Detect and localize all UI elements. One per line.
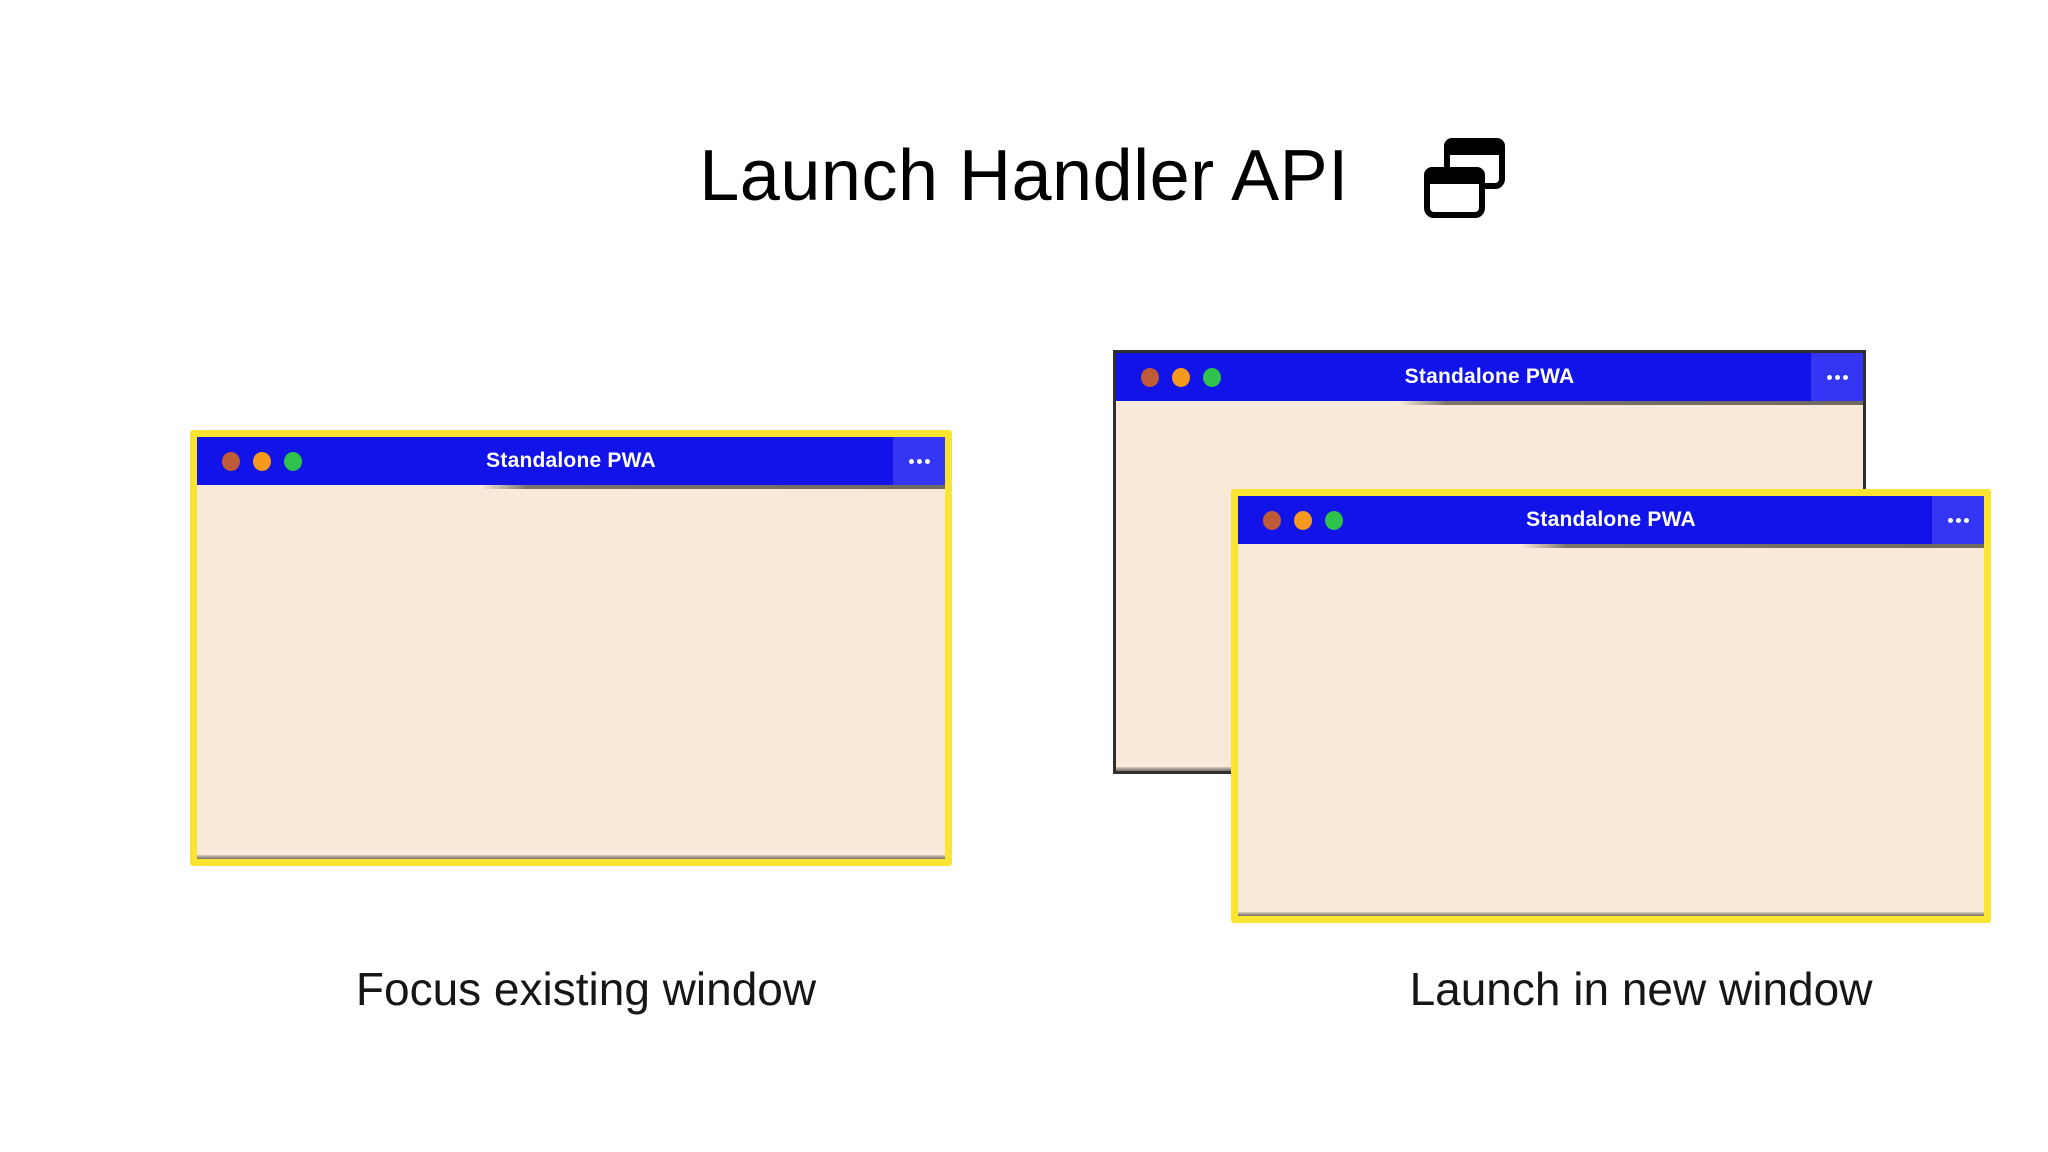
minimize-button-dot[interactable]: [1172, 367, 1190, 387]
window-body: [197, 485, 945, 859]
window-title: Standalone PWA: [1404, 365, 1575, 388]
caption-launch-new: Launch in new window: [1409, 963, 1873, 1015]
ellipsis-icon: [1955, 517, 1961, 523]
traffic-lights: [197, 451, 302, 471]
close-button-dot[interactable]: [222, 451, 240, 471]
traffic-lights: [1116, 367, 1221, 387]
window-titlebar: Standalone PWA: [1116, 353, 1863, 405]
caption-focus-existing: Focus existing window: [355, 963, 817, 1015]
minimize-button-dot[interactable]: [1294, 510, 1312, 530]
window-body: [1238, 544, 1984, 916]
window-menu-button[interactable]: [1811, 353, 1863, 401]
new-pwa-window: Standalone PWA: [1231, 489, 1991, 923]
window-menu-button[interactable]: [893, 437, 945, 485]
ellipsis-icon: [916, 458, 922, 464]
window-titlebar: Standalone PWA: [1238, 496, 1984, 548]
zoom-button-dot[interactable]: [1325, 510, 1343, 530]
window-title: Standalone PWA: [486, 449, 656, 472]
close-button-dot[interactable]: [1141, 367, 1159, 387]
zoom-button-dot[interactable]: [284, 451, 302, 471]
zoom-button-dot[interactable]: [1203, 367, 1221, 387]
overlapping-windows-icon: [1424, 138, 1505, 218]
window-title: Standalone PWA: [1526, 508, 1696, 531]
minimize-button-dot[interactable]: [253, 451, 271, 471]
traffic-lights: [1238, 510, 1343, 530]
page-title: Launch Handler API: [699, 136, 1349, 216]
existing-pwa-window: Standalone PWA: [190, 430, 952, 866]
window-titlebar: Standalone PWA: [197, 437, 945, 489]
ellipsis-icon: [1834, 374, 1840, 380]
close-button-dot[interactable]: [1263, 510, 1281, 530]
icon-front-window: [1424, 167, 1485, 218]
window-menu-button[interactable]: [1932, 496, 1984, 544]
